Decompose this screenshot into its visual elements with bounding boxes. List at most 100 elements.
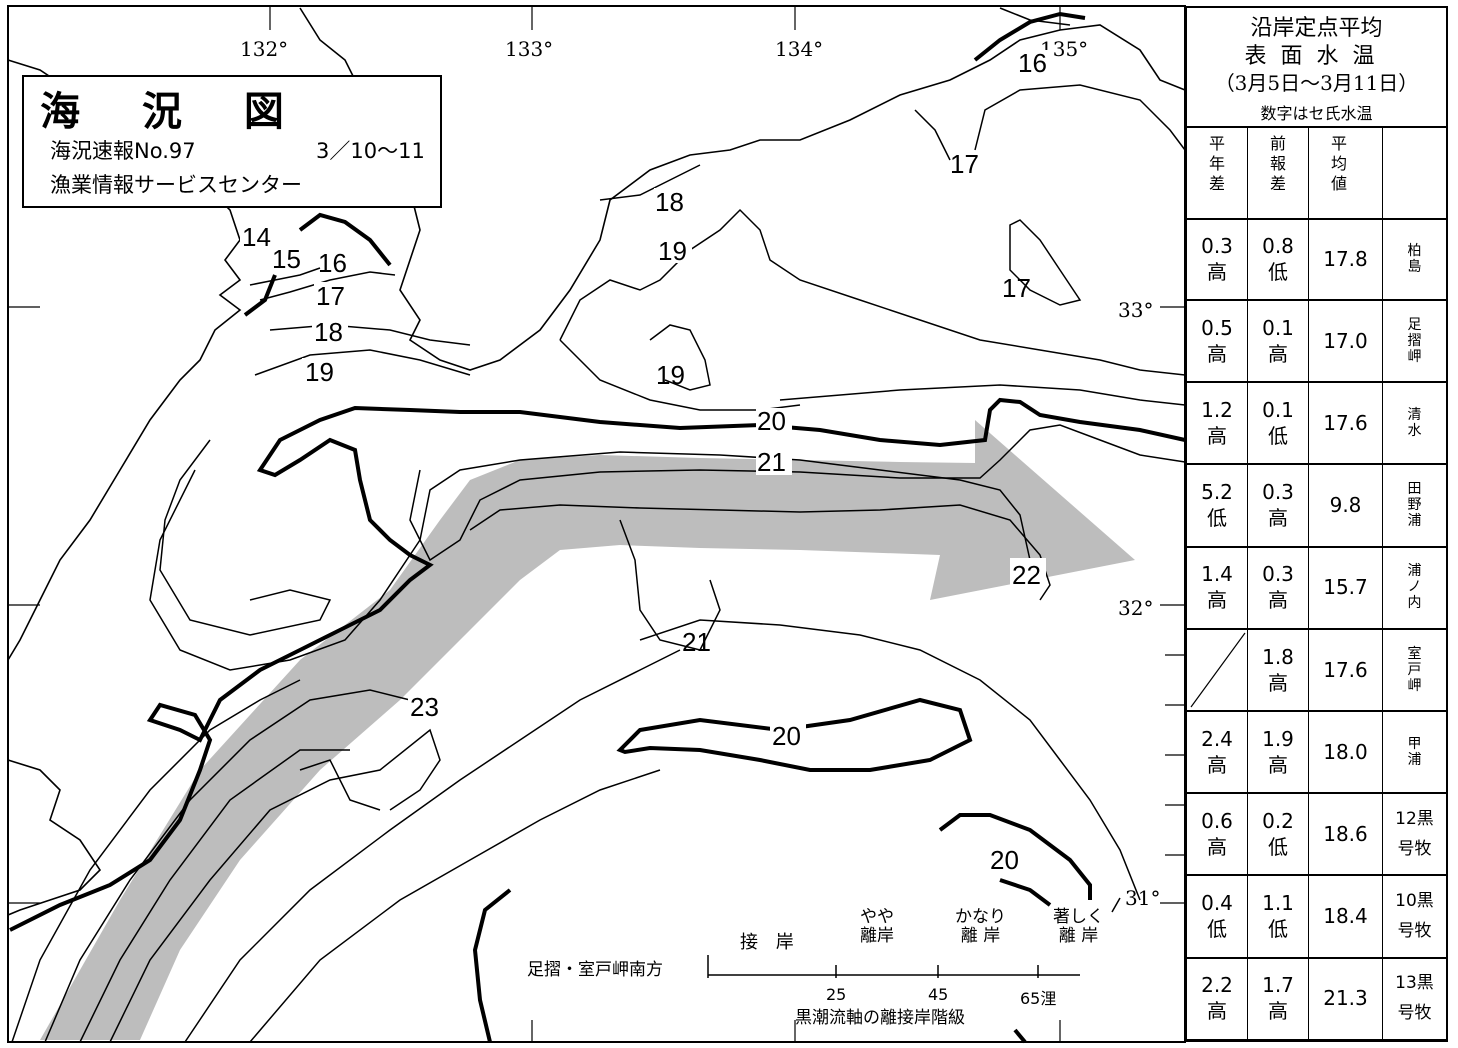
prev-diff-value: 1.7 [1262,973,1294,998]
station-name: 田 野 浦 [1407,481,1422,530]
scale-category-2: やや 離岸 [860,907,894,946]
avg-value: 17.6 [1323,657,1368,682]
year-diff-value: 0.5 [1201,315,1233,340]
year-diff-direction: 高 [1207,752,1227,777]
latitude-label: 32° [1118,596,1153,620]
panel-header: 沿岸定点平均 表面水温 （3月5日～3月11日） 数字はセ氏水温 [1187,8,1446,128]
isotherms-thin [11,84,1186,1043]
prev-diff-value: 0.2 [1262,808,1294,833]
isotherm-label: 14 [242,222,271,252]
station-name: 室 戸 岬 [1407,645,1422,694]
prev-diff-direction: 低 [1268,259,1288,284]
avg-value: 17.0 [1323,328,1368,353]
scale-caption: 黒潮流軸の離接岸階級 [795,1008,965,1028]
year-diff-direction: 高 [1207,423,1227,448]
avg-cell: 21.3 [1309,958,1382,1039]
issuing-center: 漁業情報サービスセンター [50,173,302,197]
longitude-label: 134° [775,37,823,61]
avg-value: 21.3 [1323,986,1368,1011]
map-title-box: 海 況 図 海況速報No.97 3／10～11 漁業情報サービスセンター [22,75,442,208]
coastal-temperature-panel: 沿岸定点平均 表面水温 （3月5日～3月11日） 数字はセ氏水温 平 年 差 前… [1185,6,1448,1042]
isotherm-label: 16 [1018,48,1047,78]
report-dates: 3／10～11 [316,139,425,163]
prev-diff-direction: 低 [1268,834,1288,859]
avg-cell: 17.0 [1309,300,1382,381]
panel-title-2: 表面水温 [1244,44,1389,69]
prev-diff-value: 0.1 [1262,315,1294,340]
isotherm-label: 20 [990,845,1019,875]
prev-diff-value: 1.1 [1262,891,1294,916]
isotherm-label: 23 [410,692,439,722]
station-name: 13黒 号牧 [1395,973,1434,1024]
isotherm-label: 19 [658,236,687,266]
col-avg: 平 均 値 [1330,134,1347,193]
panel-title-3: （3月5日～3月11日） [1214,71,1419,95]
report-number: 海況速報No.97 [50,139,196,163]
year-diff-direction: 低 [1207,506,1227,531]
prev-diff-direction: 高 [1268,588,1288,613]
prev-diff-direction: 高 [1268,670,1288,695]
kyushu-coast-south [7,759,102,916]
isotherm-label: 15 [272,244,301,274]
scale-category-1: 接 岸 [740,932,800,953]
station-name: 10黒 号牧 [1395,891,1434,942]
no-data-slash [1187,629,1247,714]
avg-cell: 18.4 [1309,876,1382,957]
station-name: 甲 浦 [1407,735,1422,768]
prev-diff-direction: 低 [1268,423,1288,448]
longitude-label: 132° [240,37,288,61]
prev-diff-direction: 高 [1268,752,1288,777]
avg-value: 18.4 [1323,904,1368,929]
prev-diff-direction: 高 [1268,506,1288,531]
isotherm-label: 17 [1002,273,1031,303]
isotherm-label: 17 [316,281,345,311]
prev-diff-value: 1.9 [1262,726,1294,751]
avg-value: 17.8 [1323,246,1368,271]
prev-diff-value: 1.8 [1262,644,1294,669]
prev-diff-value: 0.1 [1262,397,1294,422]
station-name: 清 水 [1407,406,1422,439]
isotherms-thick [9,11,1186,1044]
col-diff-prev: 前 報 差 [1269,134,1286,193]
year-diff-value: 1.2 [1201,397,1233,422]
avg-cell: 18.0 [1309,711,1382,792]
isotherm-label: 20 [757,406,786,436]
avg-value: 15.7 [1323,575,1368,600]
year-diff-value: 0.4 [1201,891,1233,916]
year-diff-value: 1.4 [1201,562,1233,587]
avg-cell: 17.8 [1309,218,1382,299]
year-diff-direction: 高 [1207,999,1227,1024]
avg-cell: 9.8 [1309,465,1382,546]
isotherm-label: 18 [655,187,684,217]
station-name: 浦 ノ 内 [1407,563,1422,612]
year-diff-direction: 高 [1207,588,1227,613]
year-diff-value: 5.2 [1201,480,1233,505]
prev-diff-direction: 高 [1268,999,1288,1024]
scale-tick-65: 65浬 [1020,989,1057,1008]
longitude-label: 133° [505,37,553,61]
year-diff-value: 0.3 [1201,233,1233,258]
latitude-label: 33° [1118,298,1153,322]
scale-category-3: かなり 離 岸 [955,907,1006,946]
